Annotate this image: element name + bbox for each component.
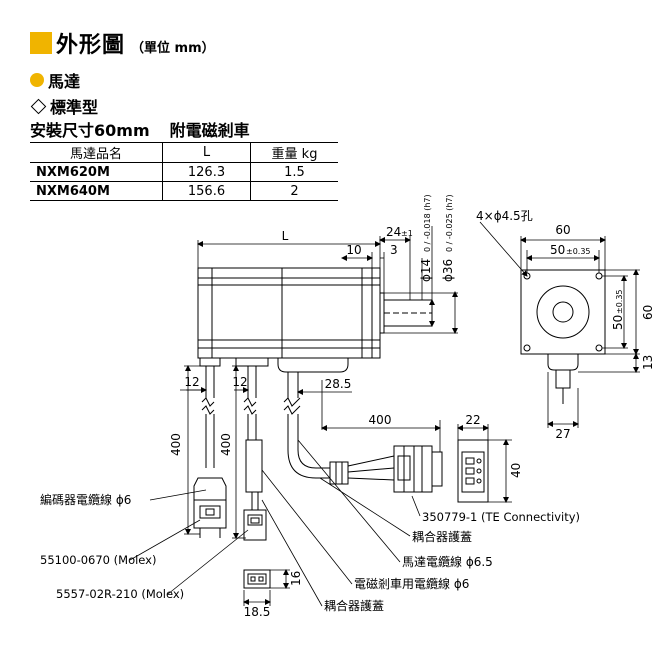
- label-coupler-cover-2: 耦合器護蓋: [324, 598, 384, 613]
- dim-vert-50-tol: ±0.35: [615, 289, 624, 314]
- cell-length: 126.3: [162, 162, 251, 182]
- section-motor-label: 馬達: [48, 72, 81, 91]
- motor-side-view: [197, 267, 433, 373]
- dim-pilot-36-tol: 0 / -0.025 (h7): [445, 194, 454, 252]
- unit-note: （單位 mm）: [131, 40, 215, 56]
- cable-dimensions: [180, 365, 512, 606]
- dim-24: 24: [386, 225, 401, 239]
- dim-shaft-14: ϕ14: [419, 259, 433, 282]
- cell-model: NXM620M: [30, 162, 163, 182]
- pilot-boss: [379, 292, 385, 334]
- dim-3: 3: [390, 243, 398, 257]
- label-encoder-cable: 編碼器電纜線 ϕ6: [40, 492, 131, 507]
- dim-22: 22: [465, 413, 480, 427]
- front-dimensions: [479, 221, 640, 428]
- cell-weight: 1.5: [284, 164, 305, 180]
- power-connector: [393, 445, 443, 493]
- dim-pilot-36: ϕ36: [441, 259, 455, 282]
- motor-front-view: [520, 269, 606, 404]
- bullet-dot-icon: [30, 73, 44, 87]
- label-coupler-cover-1: 耦合器護蓋: [412, 529, 472, 544]
- label-motor-cable: 馬達電纜線 ϕ6.5: [402, 554, 493, 569]
- mount-hole: [595, 272, 603, 280]
- spec-table: 馬達品名 L 重量 kg NXM620M 126.3 1.5 NXM640M 1…: [30, 142, 338, 201]
- dim-28-5: 28.5: [325, 377, 352, 391]
- dim-height-60: 60: [641, 305, 655, 320]
- brake-note: 附電磁剎車: [169, 121, 250, 140]
- col-header-model: 馬達品名: [30, 142, 163, 163]
- power-connector-front: [457, 439, 489, 503]
- dim-pitch-50: 50: [550, 243, 565, 257]
- table-row: NXM620M 126.3 1.5: [30, 162, 338, 182]
- dim-vert-50: 50: [611, 315, 625, 330]
- cell-model: NXM640M: [30, 181, 163, 201]
- title-marker: [30, 32, 52, 54]
- section-type-label: 標準型: [50, 98, 99, 117]
- dim-24-tol: ±1: [401, 229, 413, 238]
- label-te-350779: 350779-1 (TE Connectivity): [422, 510, 580, 524]
- label-brake-cable: 電磁剎車用電纜線 ϕ6: [354, 576, 469, 591]
- dim-holes: 4×ϕ4.5孔: [476, 209, 533, 223]
- section-type: 標準型: [30, 94, 98, 118]
- title-row: 外形圖 （單位 mm）: [30, 28, 215, 58]
- pilot-circle: [536, 285, 590, 339]
- flange-square: [520, 269, 606, 355]
- dim-12-brake: 12: [232, 375, 247, 389]
- col-header-length: L: [162, 142, 251, 163]
- encoder-connector: [193, 477, 227, 538]
- mount-hole: [523, 344, 531, 352]
- dim-shaft-14-tol: 0 / -0.018 (h7): [423, 194, 432, 252]
- table-row: NXM640M 156.6 2: [30, 181, 338, 201]
- dim-width-60: 60: [555, 223, 570, 237]
- label-molex-5557: 5557-02R-210 (Molex): [56, 587, 184, 601]
- motor-body: [197, 267, 381, 359]
- dim-400-power: 400: [369, 413, 392, 427]
- brake-connector-front: [243, 569, 271, 589]
- label-molex-55100: 55100-0670 (Molex): [40, 553, 156, 567]
- dim-27: 27: [555, 427, 570, 441]
- cell-weight: 2: [290, 183, 299, 199]
- dim-L: L: [282, 229, 289, 243]
- col-header-weight: 重量 kg: [271, 147, 318, 162]
- dim-10: 10: [346, 243, 361, 257]
- page-title: 外形圖: [56, 33, 126, 58]
- section-motor: 馬達: [30, 68, 80, 92]
- dim-pitch-50-tol: ±0.35: [566, 247, 591, 256]
- dim-16: 16: [289, 571, 303, 586]
- dim-40: 40: [509, 463, 523, 478]
- leader-lines: [129, 439, 421, 607]
- dim-18-5: 18.5: [244, 605, 271, 619]
- spec-size: 安裝尺寸60mm: [30, 121, 150, 140]
- section-subtitle: 安裝尺寸60mm 附電磁剎車: [30, 117, 250, 141]
- mount-hole: [595, 344, 603, 352]
- dim-12-encoder: 12: [184, 375, 199, 389]
- shaft-circle: [552, 301, 574, 323]
- dim-400-encoder: 400: [169, 433, 183, 456]
- dim-13: 13: [641, 355, 655, 370]
- brake-connector: [243, 509, 267, 541]
- dim-400-brake: 400: [219, 433, 233, 456]
- table-header-row: 馬達品名 L 重量 kg: [30, 142, 338, 163]
- shaft-dimensions: [384, 291, 458, 334]
- cell-length: 156.6: [162, 181, 251, 201]
